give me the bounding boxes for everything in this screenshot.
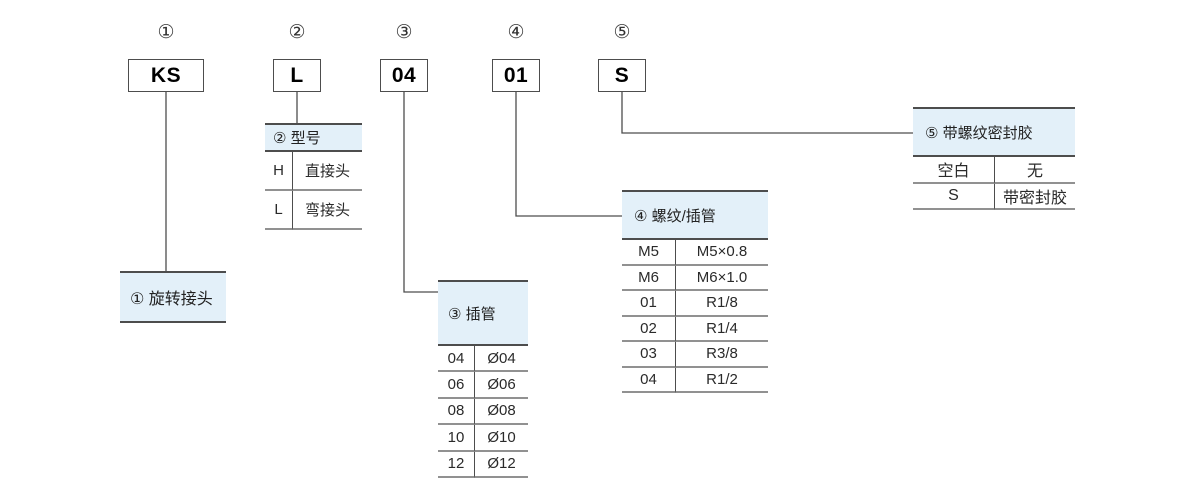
description-cell: Ø04 (475, 346, 528, 373)
code-cell: 04 (622, 367, 676, 393)
description-cell: 弯接头 (293, 191, 362, 230)
description-cell: R1/8 (676, 291, 768, 317)
description-cell: R1/4 (676, 317, 768, 342)
description-cell: M5×0.8 (676, 240, 768, 266)
tube-table-header: ③ 插管 (438, 280, 528, 346)
code-box-thread: 01 (492, 59, 540, 92)
index-number-4: ④ (507, 22, 525, 43)
code-box-series: KS (128, 59, 204, 92)
index-number-2: ② (288, 22, 306, 43)
index-number-1: ① (157, 22, 175, 43)
table-row: 空白无 (913, 157, 1075, 184)
index-number-3: ③ (395, 22, 413, 43)
code-cell: H (265, 152, 293, 191)
code-cell: 06 (438, 372, 475, 399)
code-cell: 03 (622, 342, 676, 368)
series-label: ① 旋转接头 (120, 271, 226, 323)
description-cell: R1/2 (676, 368, 768, 393)
description-cell: R3/8 (676, 342, 768, 368)
code-cell: M6 (622, 265, 676, 291)
code-cell: S (913, 183, 995, 210)
sealant-table-header: ⑤ 带螺纹密封胶 (913, 107, 1075, 157)
code-box-tube: 04 (380, 59, 428, 92)
code-cell: L (265, 191, 293, 230)
connector-5 (621, 92, 913, 134)
code-cell: 10 (438, 425, 475, 452)
thread-table-header: ④ 螺纹/插管 (622, 190, 768, 240)
description-cell: 带密封胶 (995, 184, 1075, 210)
code-cell: 12 (438, 451, 475, 478)
code-cell: 02 (622, 316, 676, 342)
model-table-header: ② 型号 (265, 123, 362, 152)
code-cell: M5 (622, 240, 676, 266)
index-number-5: ⑤ (613, 22, 631, 43)
code-cell: 08 (438, 398, 475, 426)
description-cell: Ø06 (475, 372, 528, 399)
connector-4 (515, 92, 622, 217)
description-cell: 直接头 (293, 152, 362, 191)
connector-3 (403, 92, 438, 293)
description-cell: M6×1.0 (676, 266, 768, 291)
code-box-model: L (273, 59, 321, 92)
code-cell: 04 (438, 346, 475, 373)
code-cell: 空白 (913, 157, 995, 184)
description-cell: Ø08 (475, 399, 528, 426)
code-cell: 01 (622, 291, 676, 317)
description-cell: Ø10 (475, 425, 528, 452)
code-box-sealant: S (598, 59, 646, 92)
description-cell: 无 (995, 157, 1075, 184)
description-cell: Ø12 (475, 452, 528, 478)
